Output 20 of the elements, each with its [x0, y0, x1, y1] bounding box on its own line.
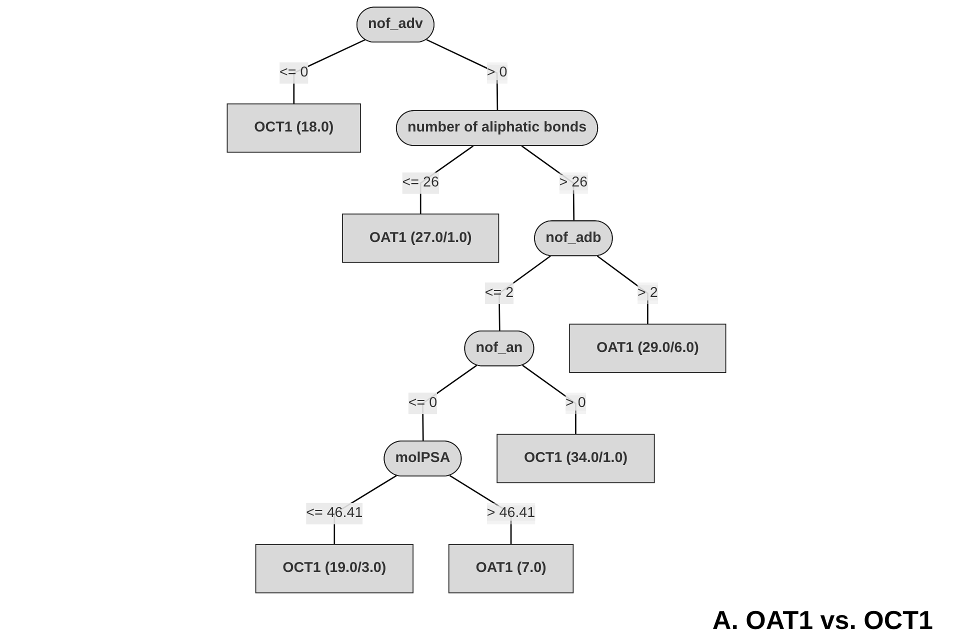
caption: A. OAT1 vs. OCT1 [712, 605, 933, 636]
connector [426, 39, 498, 112]
connector [596, 255, 648, 324]
node-box: OAT1 (29.0/6.0) [569, 324, 726, 373]
edge-label: > 26 [559, 175, 588, 190]
edge-label: <= 46.41 [306, 506, 363, 521]
edge-label: > 0 [566, 395, 586, 411]
node-box: OCT1 (19.0/3.0) [255, 544, 414, 594]
edge-label: > 46.41 [486, 506, 536, 521]
edge-label: <= 0 [408, 395, 438, 411]
node-box: OAT1 (27.0/1.0) [342, 214, 500, 263]
edge-label: > 0 [486, 64, 508, 80]
node-box: OCT1 (18.0) [226, 103, 362, 153]
edge-label: > 2 [638, 285, 658, 300]
edge-label: <= 0 [280, 64, 308, 80]
node-box: OAT1 (7.0) [448, 544, 574, 594]
edge-label: <= 2 [484, 285, 514, 300]
connector [522, 364, 576, 434]
edge-label: <= 26 [402, 175, 439, 190]
node-box: OCT1 (34.0/1.0) [496, 434, 655, 484]
